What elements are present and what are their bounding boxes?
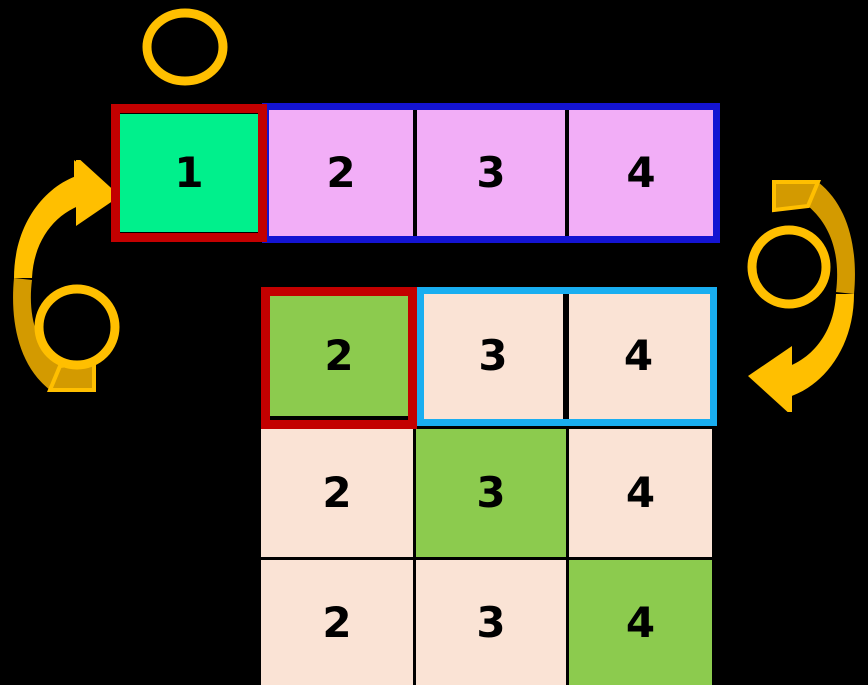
top-strip-cell-1[interactable]: 1 [120,114,258,232]
circle-ring-top-icon [142,8,228,86]
circle-ring-left-icon [34,284,120,370]
grid-divider-col2-col3 [566,293,569,685]
grid-cell-r1c2[interactable]: 3 [423,293,563,419]
grid-cell-r2c3[interactable]: 4 [569,429,712,557]
grid-cyan-outline [417,287,717,426]
refresh-arrow-left-icon [13,160,120,392]
grid-red-outline [261,287,417,429]
grid-divider-col1-col2 [413,426,416,685]
grid-cell-r2c1[interactable]: 2 [261,429,413,557]
top-strip-cell-4[interactable]: 4 [569,110,713,236]
top-strip-cell-2[interactable]: 2 [269,110,413,236]
grid-divider-row2-row3 [261,557,712,560]
grid-cell-r1c1[interactable]: 2 [270,296,408,416]
top-strip-red-outline [111,104,267,242]
grid-cell-r2c2[interactable]: 3 [416,429,566,557]
grid-cell-r1c3[interactable]: 4 [566,293,711,419]
top-strip-divider-2-3 [413,110,416,236]
grid-divider-row1-row2 [261,426,712,429]
grid-cell-r3c2[interactable]: 3 [416,560,566,685]
top-strip-cell-3[interactable]: 3 [417,110,565,236]
top-strip-divider-3-4 [565,110,568,236]
grid-cell-r3c3[interactable]: 4 [569,560,712,685]
circle-ring-right-icon [747,225,831,309]
refresh-arrow-right-icon [748,180,855,412]
grid-cell-r3c1[interactable]: 2 [261,560,413,685]
